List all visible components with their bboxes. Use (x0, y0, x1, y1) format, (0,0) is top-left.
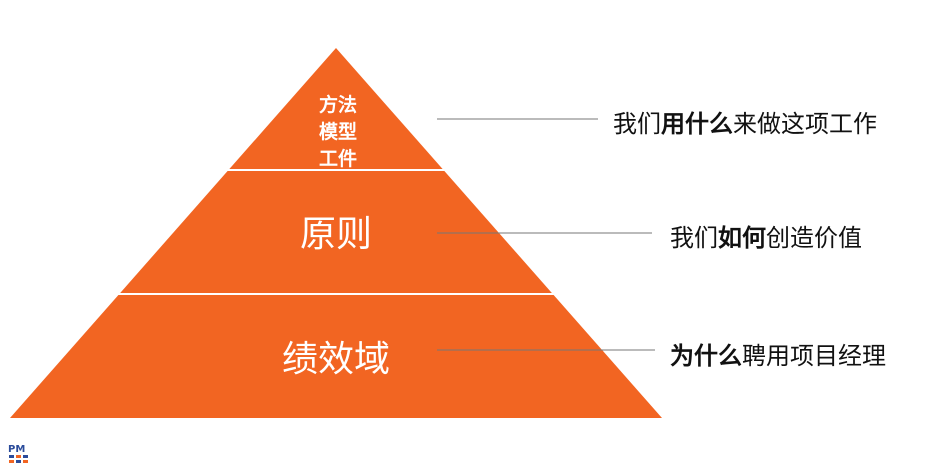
description-middle-pre: 我们 (670, 224, 718, 252)
pm-logo-text: PM (8, 444, 25, 455)
description-top-bold: 用什么 (661, 110, 733, 138)
description-bottom-post: 聘用项目经理 (742, 342, 886, 370)
tier-top-label-line-2: 模型 (319, 120, 357, 143)
description-middle: 我们如何创造价值 (670, 218, 862, 253)
tier-top-label-line-3: 工件 (319, 147, 357, 170)
description-bottom-bold: 为什么 (670, 342, 742, 370)
description-middle-post: 创造价值 (766, 224, 862, 252)
description-middle-bold: 如何 (718, 224, 766, 252)
tier-middle-label: 原则 (300, 214, 372, 255)
description-bottom: 为什么聘用项目经理 (670, 336, 886, 371)
tier-bottom-label: 绩效域 (282, 339, 390, 380)
description-top-pre: 我们 (613, 110, 661, 138)
pm-logo-icon: PM (8, 444, 28, 463)
description-top-post: 来做这项工作 (733, 110, 877, 138)
description-top: 我们用什么来做这项工作 (613, 104, 877, 139)
tier-top-label-line-1: 方法 (319, 93, 357, 116)
pyramid-shape (10, 48, 662, 418)
